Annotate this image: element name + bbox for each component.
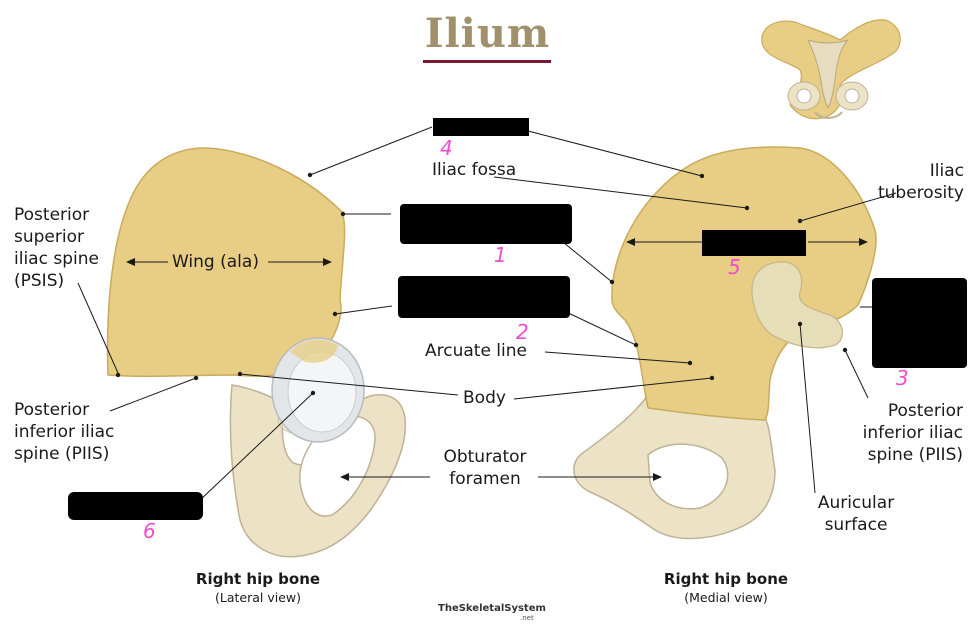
label-obturator-foramen: Obturator foramen: [443, 447, 527, 489]
label-piis-left: Posterior inferior iliac spine (PIIS): [14, 400, 115, 464]
number-6: 6: [143, 519, 156, 543]
label-auricular-surface: Auricular surface: [817, 493, 895, 535]
number-5: 5: [728, 255, 741, 279]
caption-lateral-subtitle: (Lateral view): [215, 590, 301, 605]
caption-lateral-title: Right hip bone: [195, 570, 321, 588]
label-iliac-fossa: Iliac fossa: [432, 160, 517, 180]
redacted-label-4: [433, 118, 529, 136]
diagram-title: Ilium: [424, 10, 551, 57]
arrow-heads: [126, 238, 868, 481]
number-1: 1: [494, 243, 507, 267]
medial-hip-bone: [573, 146, 877, 540]
redacted-label-5: [702, 230, 806, 256]
lateral-hip-bone: [106, 147, 407, 558]
redacted-label-1: [400, 204, 572, 244]
label-body: Body: [463, 388, 506, 408]
caption-medial-title: Right hip bone: [663, 570, 789, 588]
leader-lines: [77, 126, 897, 503]
brand-logo-suffix: .net: [520, 614, 534, 622]
label-arcuate-line: Arcuate line: [425, 341, 527, 361]
caption-lateral: Right hip bone (Lateral view): [168, 570, 348, 605]
label-psis: Posterior superior iliac spine (PSIS): [14, 205, 99, 291]
caption-medial-subtitle: (Medial view): [684, 590, 768, 605]
label-wing: Wing (ala): [172, 252, 259, 272]
title-underline: [423, 60, 551, 63]
leader-dots: [115, 172, 848, 396]
redacted-label-3: [872, 278, 967, 368]
redacted-label-6: [68, 492, 203, 520]
number-4: 4: [440, 136, 453, 160]
pelvis-thumbnail: [761, 19, 901, 120]
number-2: 2: [516, 320, 529, 344]
caption-medial: Right hip bone (Medial view): [636, 570, 816, 605]
number-3: 3: [896, 366, 909, 390]
label-iliac-tuberosity: Iliac tuberosity: [877, 161, 964, 203]
label-piis-right: Posterior inferior iliac spine (PIIS): [862, 401, 963, 465]
brand-logo-text: TheSkeletalSystem: [438, 603, 546, 614]
redacted-label-2: [398, 276, 570, 318]
